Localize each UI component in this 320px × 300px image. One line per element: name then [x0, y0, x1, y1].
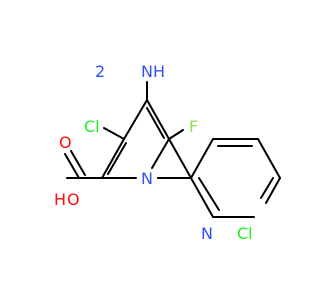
- molecule-structure: N H 2 Cl F N O O H N Cl: [54, 62, 281, 243]
- hydroxyl-o-label: O: [67, 190, 80, 209]
- pyridine2-n-label: N: [201, 224, 213, 243]
- bond-c4-c5: [146, 99, 170, 140]
- bond-c2-c3-inner: [107, 142, 127, 175]
- chloro-pyridine2-label: Cl: [237, 224, 253, 243]
- bond-c5-f: [168, 129, 184, 140]
- fluoro-label: F: [189, 117, 198, 136]
- bond-c5-c6: [151, 138, 170, 169]
- bond-c3-cl: [103, 127, 125, 140]
- pyridine-n-label: N: [141, 169, 153, 188]
- amino-h-label: H: [153, 62, 165, 81]
- bond-r-c1-c2: [190, 138, 214, 179]
- bond-carboxyl-c-o-double-a: [64, 153, 80, 179]
- amino-n-label: N: [141, 62, 153, 81]
- bond-carboxyl-c-o-double-b: [70, 150, 86, 176]
- bond-c2-c3: [101, 138, 125, 179]
- bond-r-c6-c1-inner: [198, 177, 220, 211]
- bond-c3-c4: [123, 99, 148, 140]
- chloro-ring-label: Cl: [84, 117, 100, 136]
- amino-h-count-label: 2: [95, 62, 105, 81]
- bond-r-c4-n-inner: [260, 177, 274, 199]
- bond-c6-n1: [168, 138, 192, 179]
- bond-c4-c5-inner: [146, 107, 165, 139]
- bond-r-c3-c4: [257, 138, 281, 179]
- bond-r-c6-c1: [190, 177, 214, 218]
- hydroxyl-h-label: H: [54, 190, 66, 209]
- bond-r-c4-n: [265, 177, 281, 204]
- carbonyl-o-label: O: [59, 133, 72, 152]
